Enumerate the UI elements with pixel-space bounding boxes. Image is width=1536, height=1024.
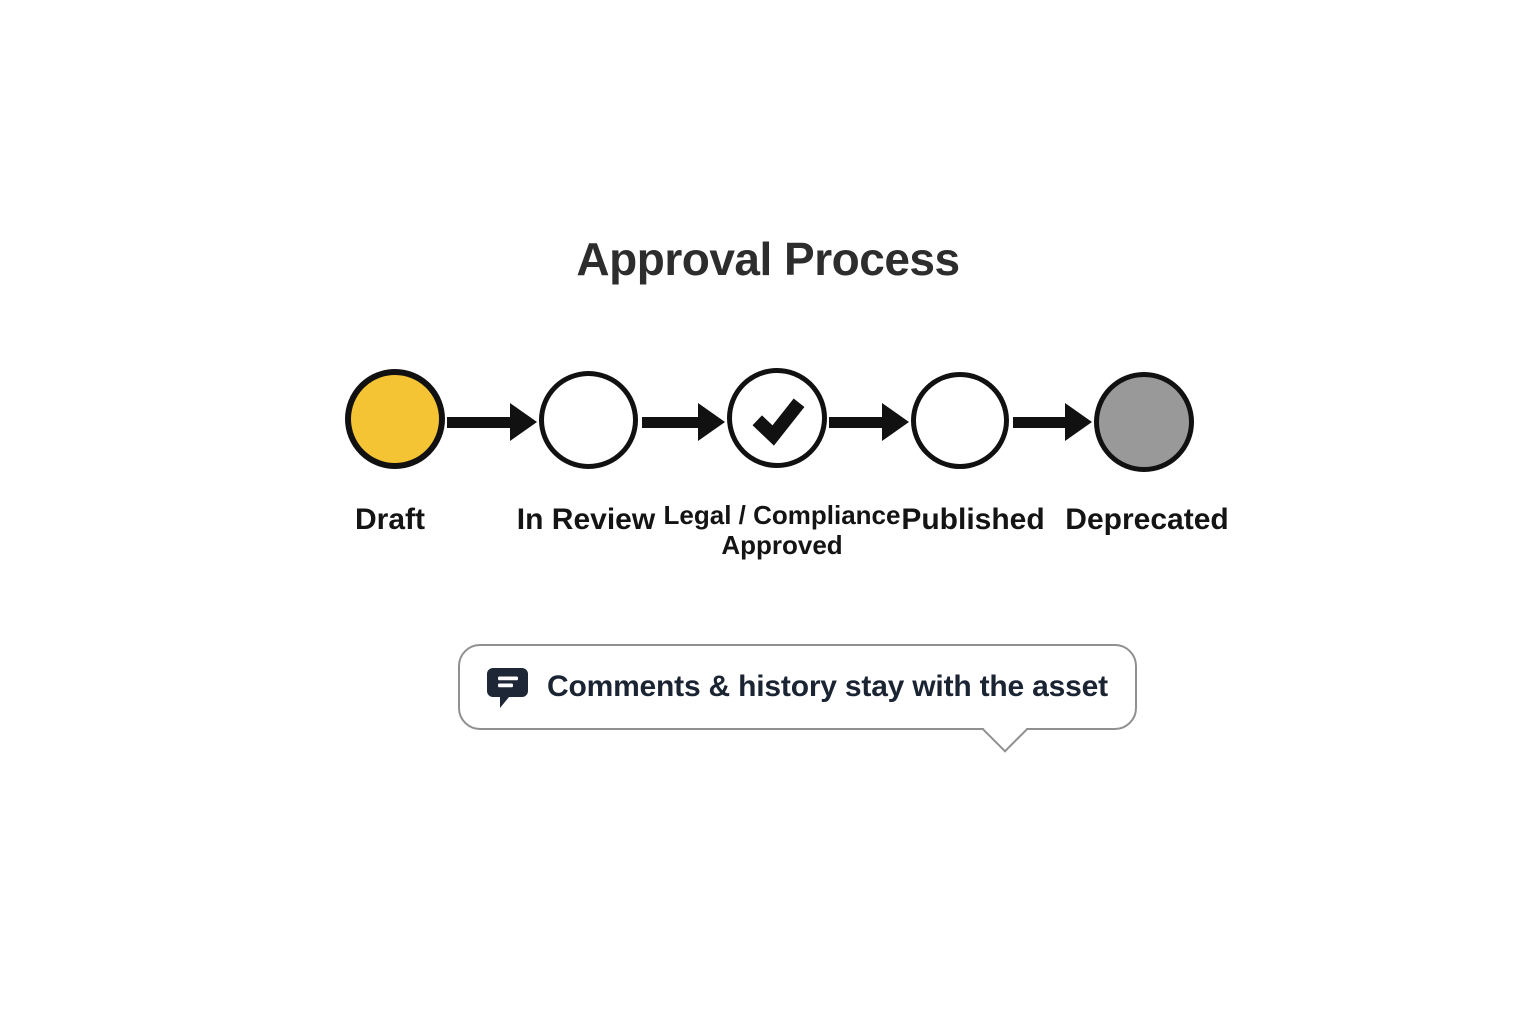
page-title: Approval Process (576, 233, 960, 285)
arrow-head-icon (698, 403, 725, 441)
stage-label-draft: Draft (354, 503, 426, 536)
comment-icon (487, 667, 528, 708)
arrow-approved-to-published (829, 402, 909, 442)
stage-circle-deprecated (1094, 372, 1194, 472)
stage-circle-draft (345, 369, 445, 469)
stage-label-deprecated: Deprecated (1065, 503, 1229, 536)
arrow-published-to-deprecated (1013, 402, 1092, 442)
arrow-draft-to-in-review (447, 402, 537, 442)
stage-label-published: Published (901, 503, 1045, 536)
arrow-head-icon (882, 403, 909, 441)
checkmark-icon (752, 398, 805, 446)
callout-text: Comments & history stay with the asset (547, 670, 1108, 703)
stage-circle-legal-compliance-approved (727, 368, 827, 468)
arrow-shaft (829, 416, 882, 428)
callout-bubble: Comments & history stay with the asset (458, 644, 1137, 730)
arrow-head-icon (1065, 403, 1092, 441)
stage-label-legal-compliance-approved: Legal / Compliance Approved (663, 500, 901, 560)
arrow-head-icon (510, 403, 537, 441)
arrow-shaft (447, 416, 510, 428)
arrow-shaft (642, 416, 698, 428)
arrow-in-review-to-approved (642, 402, 725, 442)
stage-circle-in-review (539, 371, 638, 469)
stage-label-in-review: In Review (516, 503, 656, 536)
arrow-shaft (1013, 416, 1065, 428)
stage-circle-published (911, 372, 1009, 469)
